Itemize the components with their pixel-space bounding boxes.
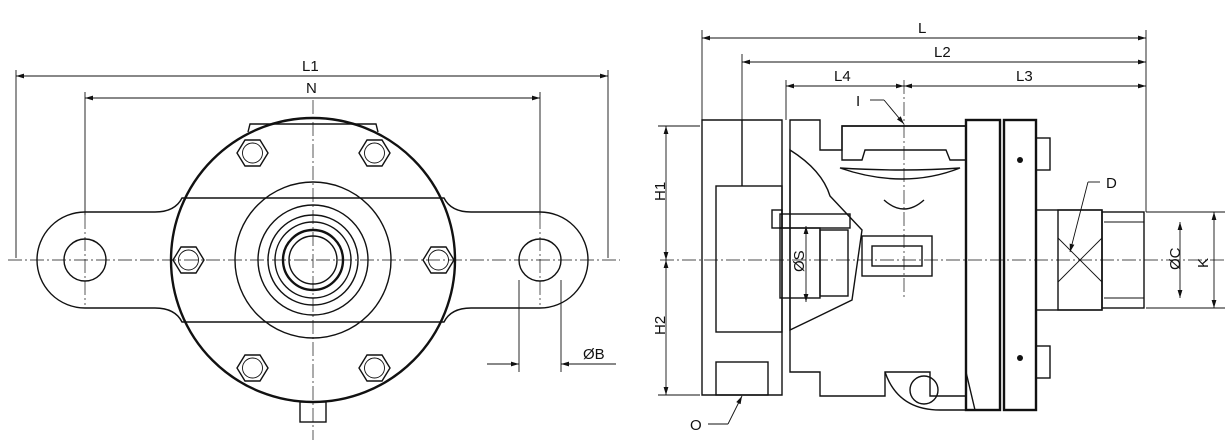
sight-window-inner: [871, 245, 923, 267]
outlet-port: [715, 361, 769, 396]
inlet-baffle: [839, 167, 961, 180]
hex-bolt: [358, 139, 391, 167]
flange-1: [964, 118, 1002, 412]
bolt-mark: [1017, 157, 1023, 163]
inner-arc: [883, 199, 925, 210]
valve-body: [789, 119, 967, 397]
side-view: ØS L L2 L4 L3: [652, 20, 1225, 434]
n-label: N: [306, 80, 317, 97]
hex-bolts: [172, 139, 455, 382]
housing-block: [701, 119, 783, 396]
hex-bolt: [236, 139, 269, 167]
o-label: O: [690, 417, 702, 434]
seal-ring: [819, 229, 849, 297]
sight-window: [861, 235, 933, 277]
front-view: L1 N ØB: [8, 58, 620, 440]
bolt-mark: [1017, 355, 1023, 361]
d-leader-b: [1069, 181, 1089, 253]
l1-label: L1: [302, 58, 319, 75]
shaft: [288, 235, 338, 285]
l3-label: L3: [1016, 68, 1033, 85]
housing-cavity: [715, 185, 783, 333]
flange-2: [1002, 118, 1038, 412]
bearing-outer: [267, 214, 359, 306]
nut-bottom: [1035, 345, 1051, 379]
l2-label: L2: [934, 44, 951, 61]
right-mounting-hole: [518, 238, 562, 282]
left-mounting-hole: [63, 238, 107, 282]
rotor-section: [789, 148, 863, 332]
k-label: K: [1195, 258, 1212, 268]
bottom-pin: [299, 401, 327, 423]
c-label: ØC: [1167, 247, 1184, 270]
hex-bolt: [422, 246, 455, 274]
shaft-bore: [281, 228, 345, 292]
hex-bolt: [236, 354, 269, 382]
threaded-end: [1101, 211, 1145, 309]
top-tab: [247, 123, 379, 133]
bearing-housing: [257, 204, 369, 316]
hex-bolt: [172, 246, 205, 274]
inner-boss: [234, 181, 392, 339]
mounting-bracket: [36, 197, 589, 323]
i-label: I: [856, 93, 860, 110]
l-label: L: [918, 20, 926, 37]
i-leader-b: [883, 99, 905, 125]
d-label: D: [1106, 175, 1117, 192]
lug-hole: [909, 375, 939, 405]
bottom-lug: [884, 371, 976, 411]
b-label: ØB: [583, 346, 605, 363]
h1-label: H1: [652, 182, 669, 201]
l4-label: L4: [834, 68, 851, 85]
nut-top: [1035, 137, 1051, 171]
set-screw: [771, 209, 783, 229]
h2-label: H2: [652, 316, 669, 335]
hex-bolt: [358, 354, 391, 382]
bearing-ring: [274, 221, 352, 299]
o-leader-b: [727, 395, 743, 425]
s-label: ØS: [791, 250, 808, 272]
